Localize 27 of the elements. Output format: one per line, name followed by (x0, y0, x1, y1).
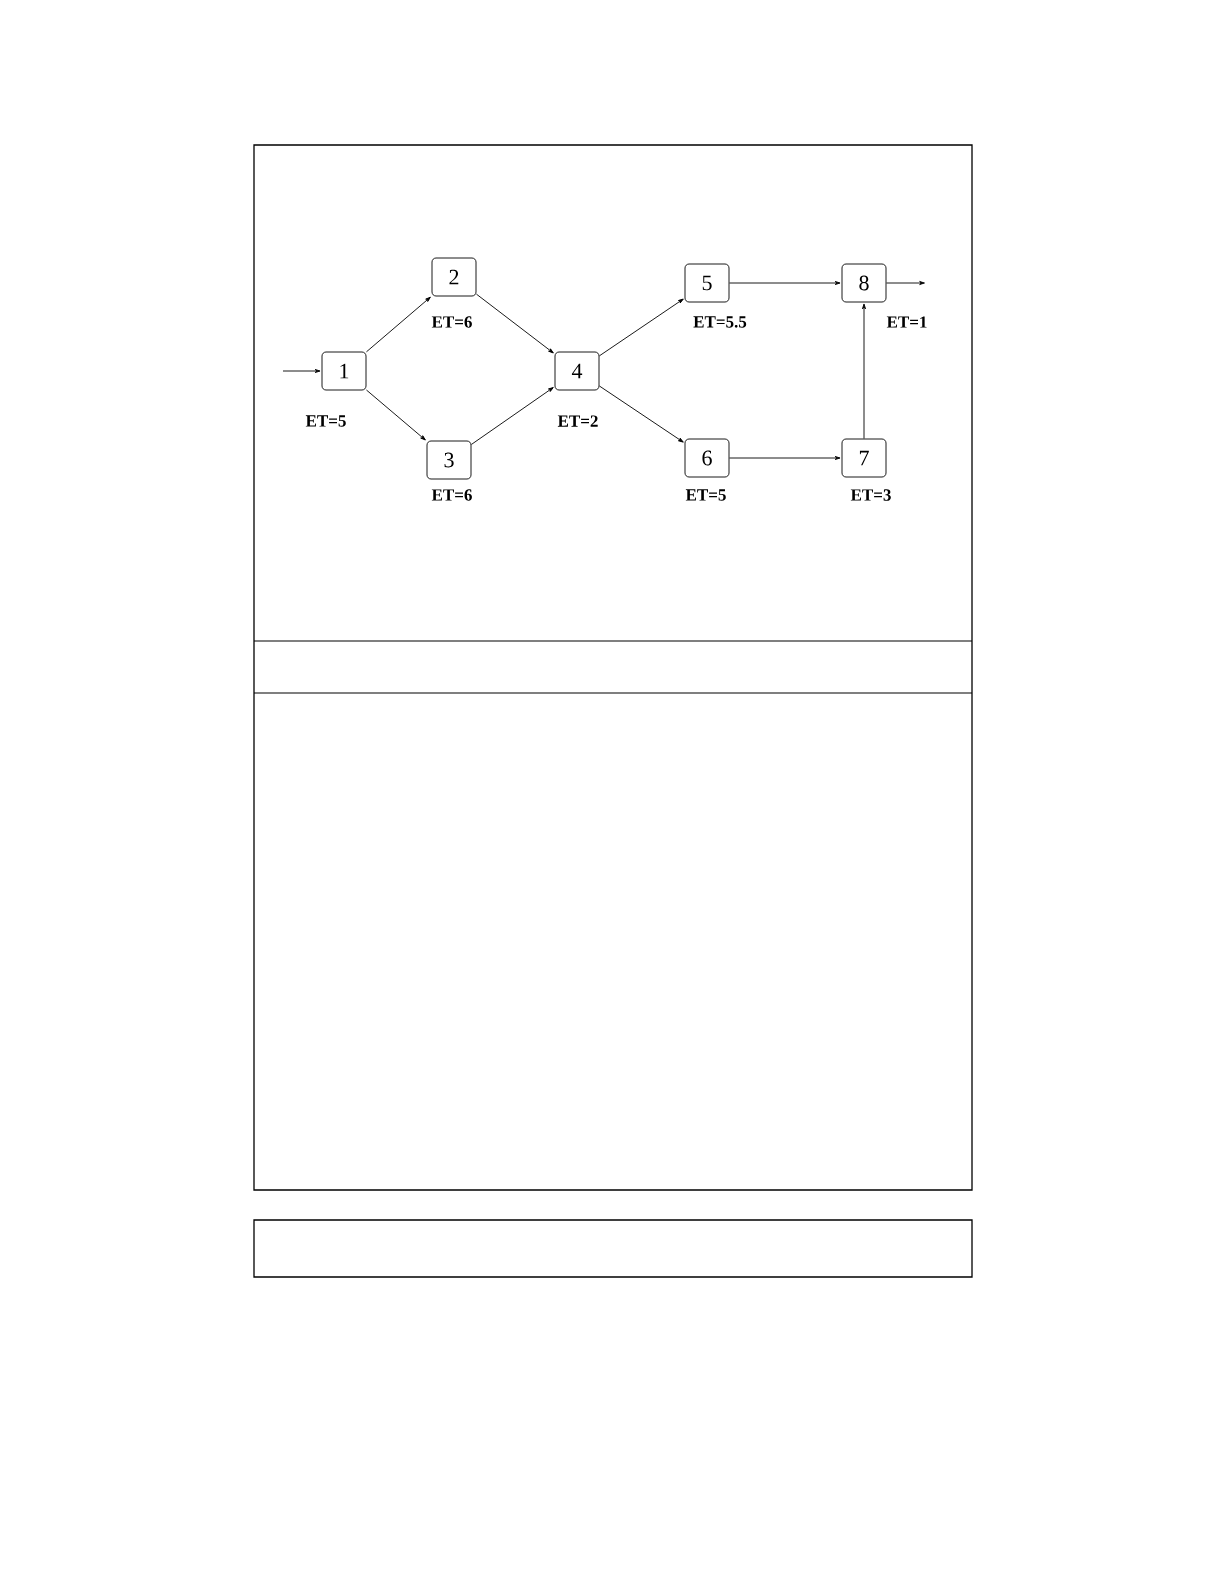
arrow (886, 281, 925, 285)
duration-label: ET=5 (685, 489, 726, 501)
arrow (476, 293, 554, 354)
process-box: 3 (426, 440, 472, 480)
process-box: 6 (684, 438, 730, 478)
process-box: 1 (321, 351, 367, 391)
process-box: 7 (841, 438, 887, 478)
duration-label: ET=1 (886, 316, 927, 328)
arrow (862, 303, 866, 439)
duration-label: ET=6 (431, 489, 472, 501)
arrow (282, 369, 321, 373)
duration-label: ET=6 (431, 316, 472, 328)
arrow (599, 385, 684, 443)
duration-label: ET=3 (850, 489, 891, 501)
duration-label: ET=2 (557, 415, 598, 427)
process-box: 4 (554, 351, 600, 391)
arrow (729, 281, 841, 285)
duration-label: ET=5 (305, 415, 346, 427)
arrow (729, 456, 841, 460)
process-box: 2 (431, 257, 477, 297)
process-box: 5 (684, 263, 730, 303)
arrow (599, 298, 684, 357)
arrow (471, 387, 554, 445)
arrow (366, 389, 426, 441)
duration-label: ET=5.5 (693, 316, 747, 328)
arrow (366, 296, 431, 353)
process-box: 8 (841, 263, 887, 303)
